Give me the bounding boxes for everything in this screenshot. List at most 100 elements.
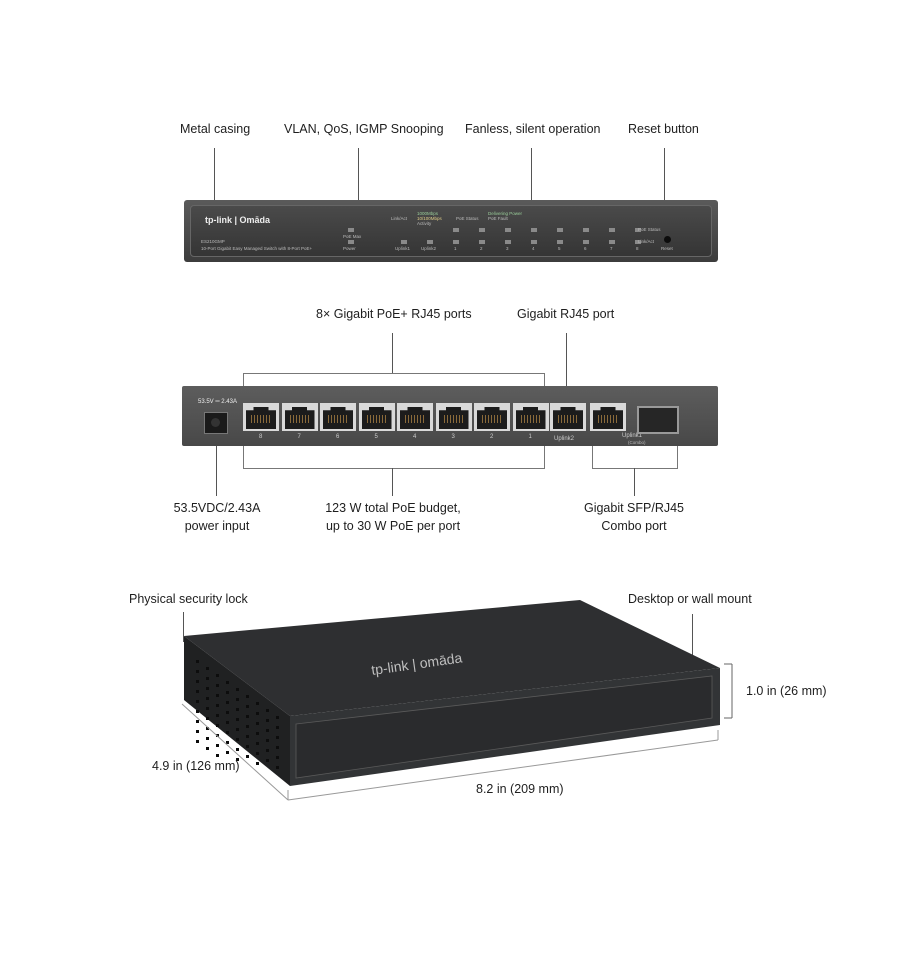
port-pins bbox=[251, 415, 271, 423]
leader-line bbox=[214, 148, 215, 200]
vent-hole bbox=[246, 695, 249, 698]
rj45-poe-port[interactable] bbox=[358, 403, 395, 431]
vent-hole bbox=[206, 697, 209, 700]
led-power bbox=[348, 240, 354, 244]
vent-hole bbox=[206, 747, 209, 750]
led-uplink1 bbox=[401, 240, 407, 244]
leader-line bbox=[692, 614, 693, 664]
port-pins bbox=[443, 415, 464, 423]
vent-hole bbox=[246, 735, 249, 738]
rj45-uplink1-port[interactable] bbox=[590, 403, 626, 431]
vent-hole bbox=[246, 705, 249, 708]
vent-hole bbox=[196, 680, 199, 683]
port-number-label: 3 bbox=[506, 246, 509, 251]
led-link-act bbox=[479, 240, 485, 244]
callout-poe-ports: 8× Gigabit PoE+ RJ45 ports bbox=[316, 307, 472, 321]
reset-label: Reset bbox=[661, 246, 673, 251]
callout-metal-casing: Metal casing bbox=[180, 122, 251, 136]
leader-line bbox=[531, 148, 532, 200]
leader-line bbox=[183, 612, 184, 642]
port-number-label: 1 bbox=[528, 434, 532, 440]
poe-max-label: PoE Max bbox=[343, 234, 362, 239]
vent-hole bbox=[246, 755, 249, 758]
reset-button[interactable] bbox=[664, 236, 671, 243]
vent-hole bbox=[226, 751, 229, 754]
led-link-act bbox=[531, 240, 537, 244]
vent-hole bbox=[226, 731, 229, 734]
vent-hole bbox=[246, 745, 249, 748]
rj45-poe-port[interactable] bbox=[397, 403, 433, 431]
led-poe-status bbox=[557, 228, 563, 232]
rj45-poe-port[interactable] bbox=[320, 403, 356, 431]
port-number-label: 5 bbox=[374, 434, 378, 440]
rj45-poe-port[interactable] bbox=[281, 403, 318, 431]
rj45-poe-port[interactable] bbox=[512, 403, 549, 431]
vent-hole bbox=[236, 738, 239, 741]
vent-hole bbox=[206, 667, 209, 670]
callout-security-lock: Physical security lock bbox=[129, 592, 248, 606]
legend-10-100: 10/100Mbps bbox=[417, 216, 442, 221]
uplink2-label: Uplink2 bbox=[421, 246, 437, 251]
vent-hole bbox=[216, 724, 219, 727]
callout-line: power input bbox=[184, 519, 250, 533]
sfp-port[interactable] bbox=[637, 406, 679, 434]
callout-fanless: Fanless, silent operation bbox=[465, 122, 601, 136]
vent-hole bbox=[236, 748, 239, 751]
vent-hole bbox=[276, 716, 279, 719]
vent-hole bbox=[276, 736, 279, 739]
vent-hole bbox=[256, 712, 259, 715]
callout-line: 53.5VDC/2.43A bbox=[173, 501, 261, 515]
callout-mount: Desktop or wall mount bbox=[628, 592, 752, 606]
dc-power-jack[interactable] bbox=[204, 412, 228, 434]
dimension-width: 8.2 in (209 mm) bbox=[476, 782, 564, 796]
combo-label: (Combo) bbox=[628, 440, 646, 445]
dimension-line bbox=[287, 739, 719, 801]
led-poe-status bbox=[583, 228, 589, 232]
vent-hole bbox=[226, 741, 229, 744]
port-pins bbox=[520, 415, 541, 423]
rj45-uplink2-port[interactable] bbox=[550, 403, 586, 431]
vent-hole bbox=[256, 762, 259, 765]
port-number-label: 3 bbox=[451, 434, 455, 440]
port-number-label: 4 bbox=[532, 246, 535, 251]
led-link-act bbox=[453, 240, 459, 244]
switch-top-surface bbox=[184, 600, 720, 716]
callout-combo-port: Gigabit SFP/RJ45 Combo port bbox=[578, 499, 690, 535]
port-pins bbox=[598, 415, 618, 423]
callout-vlan-qos: VLAN, QoS, IGMP Snooping bbox=[284, 122, 444, 136]
vent-hole bbox=[196, 690, 199, 693]
bracket-poe-bottom bbox=[243, 446, 545, 469]
led-uplink2 bbox=[427, 240, 433, 244]
port-number-label: 2 bbox=[490, 434, 494, 440]
vent-hole bbox=[266, 749, 269, 752]
port-number-label: 2 bbox=[480, 246, 483, 251]
vent-hole bbox=[266, 739, 269, 742]
vent-hole bbox=[216, 694, 219, 697]
rj45-poe-port[interactable] bbox=[435, 403, 472, 431]
rj45-poe-port[interactable] bbox=[474, 403, 510, 431]
port-pins bbox=[328, 415, 348, 423]
vent-hole bbox=[206, 737, 209, 740]
port-number-label: 7 bbox=[610, 246, 613, 251]
vent-hole bbox=[216, 684, 219, 687]
vent-hole bbox=[256, 722, 259, 725]
port-number-label: 8 bbox=[259, 434, 263, 440]
port-number-label: 7 bbox=[297, 434, 301, 440]
vent-hole bbox=[206, 687, 209, 690]
leader-line bbox=[358, 148, 359, 200]
switch-front-panel: tp-link | Omāda ES210GMP 10-Port Gigabit… bbox=[184, 200, 718, 262]
vent-hole bbox=[256, 702, 259, 705]
vent-hole bbox=[236, 718, 239, 721]
led-poe-status bbox=[479, 228, 485, 232]
callout-line: Combo port bbox=[601, 519, 667, 533]
leader-line bbox=[566, 333, 567, 401]
vent-hole bbox=[246, 725, 249, 728]
vent-hole bbox=[276, 746, 279, 749]
vent-hole bbox=[196, 740, 199, 743]
rj45-poe-port[interactable] bbox=[243, 403, 279, 431]
callout-power-input: 53.5VDC/2.43A power input bbox=[165, 499, 269, 535]
led-poe-status bbox=[635, 228, 641, 232]
vent-hole bbox=[266, 709, 269, 712]
led-poe-max bbox=[348, 228, 354, 232]
